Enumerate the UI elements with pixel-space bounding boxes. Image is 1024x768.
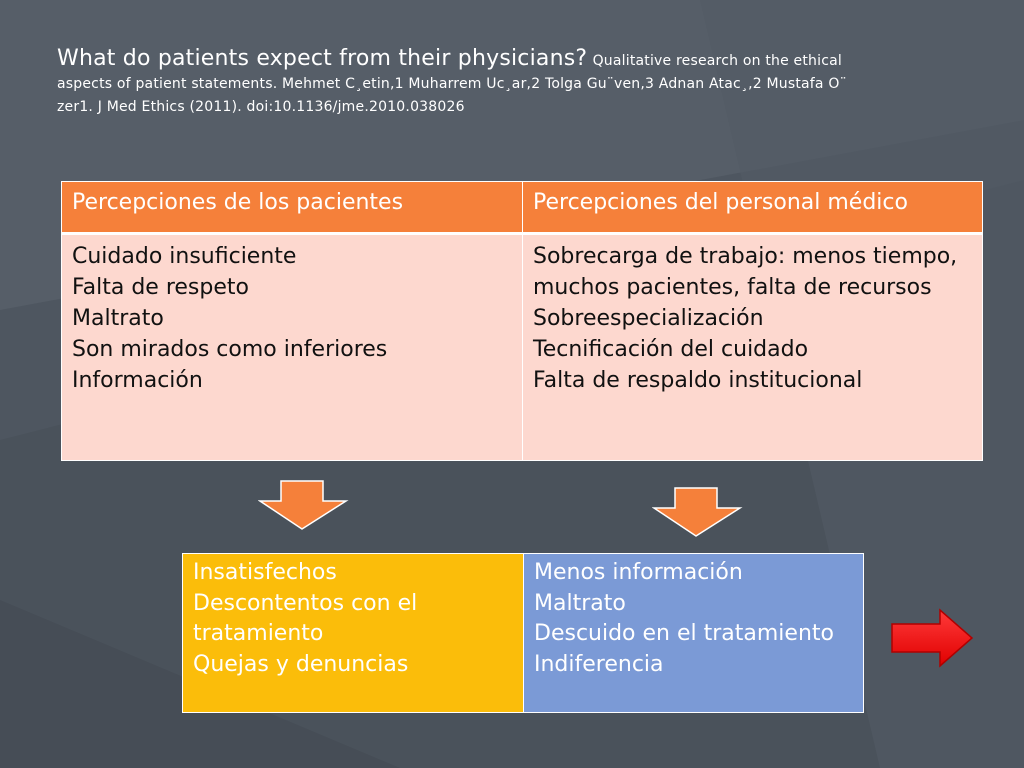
list-item: Indiferencia — [534, 651, 664, 677]
list-item: Son mirados como inferiores — [72, 337, 388, 362]
slide-title: What do patients expect from their physi… — [57, 48, 887, 118]
arrow-down-icon — [258, 480, 349, 530]
list-item: Falta de respaldo institucional — [533, 368, 863, 393]
arrow-down-icon — [652, 487, 743, 537]
patients-perceptions-cell: Cuidado insuficiente Falta de respeto Ma… — [61, 233, 523, 461]
list-item: Descontentos con el tratamiento — [193, 590, 418, 647]
list-item: Falta de respeto — [72, 275, 249, 300]
list-item: Tecnificación del cuidado — [533, 337, 809, 362]
list-item: Sobreespecialización — [533, 306, 764, 331]
staff-consequences-cell: Menos información Maltrato Descuido en e… — [523, 553, 864, 713]
perceptions-table: Percepciones de los pacientes Percepcion… — [61, 181, 983, 461]
header-staff: Percepciones del personal médico — [522, 181, 983, 235]
staff-perceptions-cell: Sobrecarga de trabajo: menos tiempo, muc… — [522, 233, 983, 461]
title-citation: Qualitative research on the ethical aspe… — [57, 53, 847, 115]
list-item: Sobrecarga de trabajo: menos tiempo, muc… — [533, 244, 958, 300]
list-item: Maltrato — [534, 590, 626, 616]
list-item: Descuido en el tratamiento — [534, 621, 834, 646]
list-item: Cuidado insuficiente — [72, 244, 297, 269]
consequences-table: Insatisfechos Descontentos con el tratam… — [182, 553, 864, 713]
list-item: Información — [72, 368, 203, 393]
list-item: Insatisfechos — [193, 560, 337, 585]
arrow-right-icon[interactable] — [882, 606, 978, 670]
title-main: What do patients expect from their physi… — [57, 46, 588, 71]
list-item: Maltrato — [72, 306, 164, 331]
list-item: Quejas y denuncias — [193, 651, 409, 677]
patient-consequences-cell: Insatisfechos Descontentos con el tratam… — [182, 553, 524, 713]
header-patients: Percepciones de los pacientes — [61, 181, 523, 235]
list-item: Menos información — [534, 560, 743, 585]
